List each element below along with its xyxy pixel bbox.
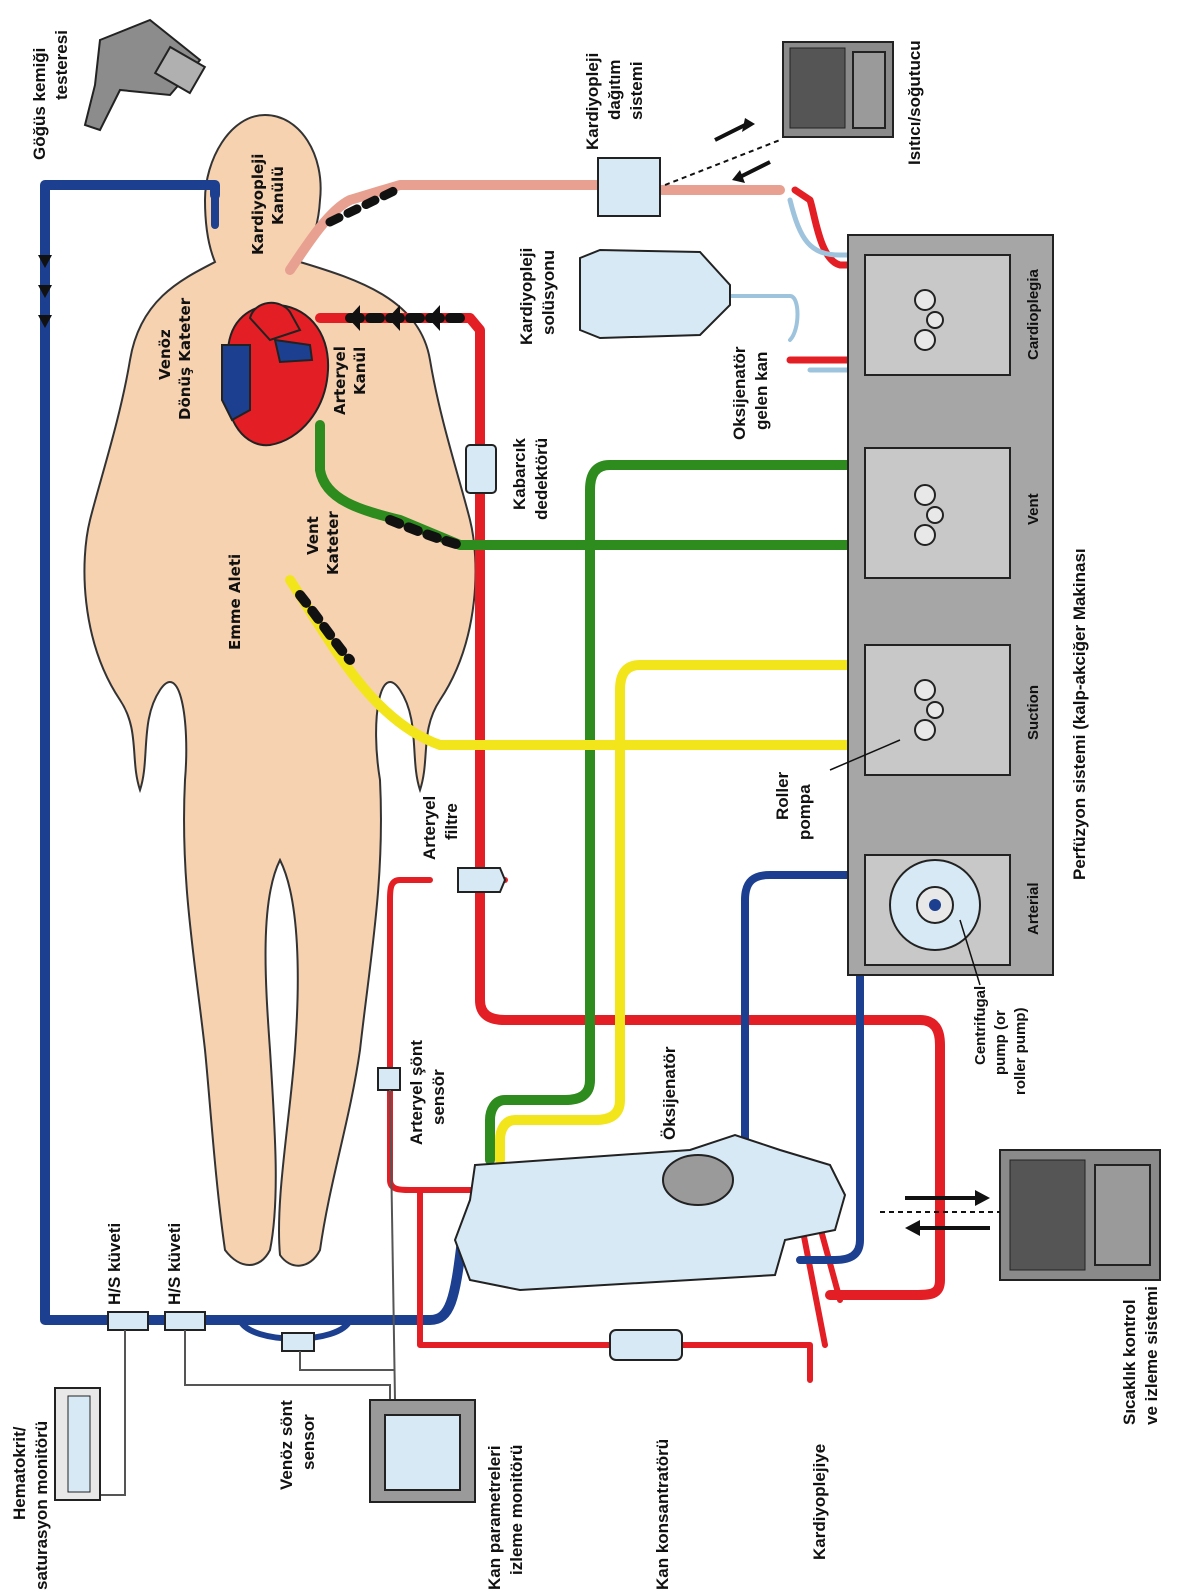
svg-text:ve izleme sistemi: ve izleme sistemi: [1142, 1286, 1161, 1425]
svg-text:solüsyonu: solüsyonu: [539, 250, 558, 335]
sternum-saw: [85, 20, 205, 130]
hs-cuvette-1: [108, 1312, 148, 1330]
venous-shunt-sensor-box: [282, 1333, 314, 1351]
svg-text:Emme Aleti: Emme Aleti: [226, 554, 244, 650]
svg-text:dedektörü: dedektörü: [532, 438, 551, 520]
label-machine-title: Perfüzyon sistemi (kalp-akciğer Makinası: [1070, 548, 1089, 880]
svg-text:H/S küveti: H/S küveti: [105, 1223, 124, 1305]
svg-text:Kateter: Kateter: [324, 511, 342, 575]
svg-text:Kanülü: Kanülü: [269, 166, 287, 225]
svg-text:Sıcaklık kontrol: Sıcaklık kontrol: [1120, 1299, 1139, 1425]
svg-text:Kan konsantratörü: Kan konsantratörü: [653, 1439, 672, 1590]
svg-text:Kardiyoplejiye: Kardiyoplejiye: [810, 1444, 829, 1560]
label-bubble-detector: Kabarcık dedektörü: [510, 438, 551, 520]
svg-text:sensör: sensör: [429, 1069, 448, 1125]
svg-text:Isıtıcı/soğutucu: Isıtıcı/soğutucu: [905, 40, 924, 165]
svg-text:testeresi: testeresi: [52, 30, 71, 100]
temperature-control-system: [1000, 1150, 1160, 1280]
label-hs-cuvette-2: H/S küveti: [165, 1223, 184, 1305]
label-centrifugal-pump: Centrifugal pump (or roller pump): [972, 986, 1029, 1095]
pump-label-arterial: Arterial: [1025, 882, 1042, 935]
label-venous-shunt-sensor: Venöz sönt sensor: [277, 1400, 318, 1490]
label-hematocrit-monitor: Hematokrit/ saturasyon monitörü: [10, 1421, 51, 1590]
svg-text:filtre: filtre: [442, 803, 461, 840]
svg-text:Kanül: Kanül: [351, 347, 369, 395]
oxygenator: [455, 1135, 845, 1290]
hematocrit-monitor: [55, 1388, 100, 1500]
blood-concentrator: [610, 1330, 682, 1360]
svg-text:Suction: Suction: [1025, 685, 1042, 740]
svg-text:Perfüzyon sistemi (kalp-akciğe: Perfüzyon sistemi (kalp-akciğer Makinası: [1070, 548, 1089, 880]
svg-text:dağıtım: dağıtım: [605, 60, 624, 120]
svg-text:Venöz: Venöz: [156, 329, 174, 380]
label-roller-pump: Roller pompa: [773, 771, 814, 840]
label-arterial-filter: Arteryel filtre: [420, 796, 461, 860]
cardioplegia-bag: [580, 250, 730, 338]
pump-label-vent: Vent: [1025, 493, 1042, 525]
label-oxygenator-blood: Oksijenatör gelen kan: [730, 346, 771, 440]
svg-text:pump (or: pump (or: [992, 1010, 1009, 1075]
cardioplegia-distribution-box: [598, 158, 660, 216]
arterial-filter: [458, 868, 505, 892]
svg-text:sistemi: sistemi: [627, 61, 646, 120]
svg-text:Öksijenatör: Öksijenatör: [660, 1046, 679, 1140]
svg-text:Kardiyopleji: Kardiyopleji: [583, 53, 602, 150]
svg-text:Vent: Vent: [304, 516, 322, 555]
label-sternum-saw: Göğüs kemiği testeresi: [30, 30, 71, 160]
label-suction-device: Emme Aleti: [226, 554, 244, 650]
svg-text:Kan parametreleri: Kan parametreleri: [485, 1445, 504, 1590]
svg-text:Göğüs kemiği: Göğüs kemiği: [30, 48, 49, 160]
svg-text:gelen kan: gelen kan: [752, 352, 771, 430]
label-hs-cuvette-1: H/S küveti: [105, 1223, 124, 1305]
svg-text:Vent: Vent: [1025, 493, 1042, 525]
label-temp-control: Sıcaklık kontrol ve izleme sistemi: [1120, 1286, 1161, 1425]
label-oxygenator: Öksijenatör: [660, 1046, 679, 1140]
pump-label-suction: Suction: [1025, 685, 1042, 740]
svg-text:Hematokrit/: Hematokrit/: [10, 1426, 29, 1520]
hs-cuvette-2: [165, 1312, 205, 1330]
svg-text:izleme monitörü: izleme monitörü: [507, 1445, 526, 1575]
svg-text:saturasyon monitörü: saturasyon monitörü: [32, 1421, 51, 1590]
label-heater-cooler: Isıtıcı/soğutucu: [905, 40, 924, 165]
svg-text:Oksijenatör: Oksijenatör: [730, 346, 749, 440]
label-cardioplegia-distribution: Kardiyopleji dağıtım sistemi: [583, 53, 646, 150]
svg-text:Venöz sönt: Venöz sönt: [277, 1400, 296, 1490]
svg-text:Kardiyopleji: Kardiyopleji: [249, 154, 267, 255]
svg-text:Kardiyopleji: Kardiyopleji: [517, 248, 536, 345]
bubble-detector: [466, 445, 496, 493]
svg-text:Centrifugal: Centrifugal: [972, 986, 989, 1065]
svg-text:Roller: Roller: [773, 771, 792, 820]
svg-text:Arteryel şönt: Arteryel şönt: [407, 1040, 426, 1145]
svg-text:Arterial: Arterial: [1025, 882, 1042, 935]
heater-cooler: [783, 42, 893, 137]
label-arterial-shunt-sensor: Arteryel şönt sensör: [407, 1040, 448, 1145]
svg-text:Kabarcık: Kabarcık: [510, 438, 529, 510]
arterial-shunt-sensor: [378, 1068, 400, 1090]
blood-parameter-monitor: [370, 1400, 475, 1502]
perfusion-machine: [848, 235, 1053, 975]
label-to-cardioplegia: Kardiyoplejiye: [810, 1444, 829, 1560]
svg-text:sensor: sensor: [299, 1414, 318, 1470]
label-blood-concentrator: Kan konsantratörü: [653, 1439, 672, 1590]
pump-label-cardioplegia: Cardioplegia: [1025, 268, 1042, 360]
svg-text:Arteryel: Arteryel: [420, 796, 439, 860]
svg-text:pompa: pompa: [795, 784, 814, 840]
label-blood-param-monitor: Kan parametreleri izleme monitörü: [485, 1445, 526, 1590]
svg-text:roller pump): roller pump): [1012, 1007, 1029, 1095]
svg-text:Cardioplegia: Cardioplegia: [1025, 268, 1042, 360]
label-cardioplegia-solution: Kardiyopleji solüsyonu: [517, 248, 558, 345]
svg-text:H/S küveti: H/S küveti: [165, 1223, 184, 1305]
svg-text:Dönüş Kateter: Dönüş Kateter: [176, 297, 194, 420]
svg-text:Arteryel: Arteryel: [331, 346, 349, 415]
